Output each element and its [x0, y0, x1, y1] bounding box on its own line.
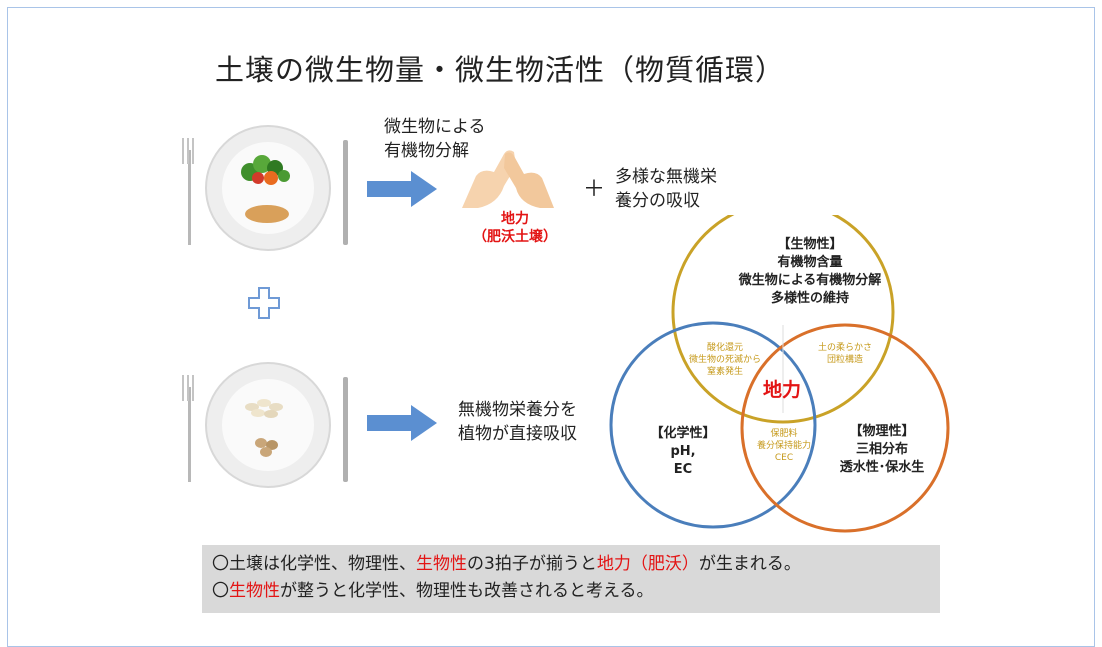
physical-line2: 透水性･保水生	[839, 460, 925, 475]
chemical-line2: EC	[673, 462, 693, 477]
biological-line2: 微生物による有機物分解	[738, 273, 882, 288]
overlap-bio-chem-line2: 微生物の死滅から	[688, 355, 761, 365]
arm-wrestling-icon	[462, 150, 554, 208]
summary-line2-part1: 〇	[212, 581, 229, 601]
overlap-chem-phys-line1: 保肥料	[770, 429, 798, 439]
summary-line1-highlight-biological: 生物性	[416, 554, 467, 574]
physical-line1: 三相分布	[855, 442, 908, 457]
overlap-bio-phys-line2: 団粒構造	[826, 355, 863, 365]
chemical-title: 【化学性】	[650, 426, 716, 441]
overlap-bio-chem-line3: 窒素発生	[706, 367, 743, 377]
venn-circle-physical	[740, 323, 950, 533]
chemical-line1: pH,	[670, 444, 696, 459]
overlap-bio-chem-label: 酸化還元 微生物の死滅から 窒素発生	[680, 342, 770, 378]
summary-line1-part3: の3拍子が揃うと	[467, 554, 597, 574]
direct-absorption-line1: 無機物栄養分を	[458, 400, 577, 420]
venn-center-label: 地力	[762, 379, 801, 401]
biological-line3: 多様性の維持	[770, 291, 849, 306]
overlap-bio-chem-line1: 酸化還元	[706, 343, 743, 353]
summary-line1: 〇土壌は化学性、物理性、生物性の3拍子が揃うと地力（肥沃）が生まれる。	[212, 551, 930, 578]
summary-line1-part1: 〇土壌は化学性、物理性、	[212, 554, 416, 574]
arrow-right-icon	[367, 405, 437, 441]
outlined-plus-icon	[248, 287, 280, 319]
inorganic-absorption-label: 多様な無機栄 養分の吸収	[615, 165, 717, 213]
plus-sign: ＋	[583, 177, 606, 202]
inorganic-label-line2: 養分の吸収	[615, 191, 700, 211]
physical-title: 【物理性】	[849, 424, 915, 439]
venn-circle-chemical	[609, 321, 817, 529]
venn-physical-label: 【物理性】 三相分布 透水性･保水生	[832, 423, 932, 477]
venn-circle-biological	[671, 215, 895, 424]
overlap-chem-phys-line2: 養分保持能力	[756, 441, 811, 451]
venn-biological-label: 【生物性】 有機物含量 微生物による有機物分解 多様性の維持	[720, 236, 900, 308]
summary-box: 〇土壌は化学性、物理性、生物性の3拍子が揃うと地力（肥沃）が生まれる。 〇生物性…	[202, 545, 940, 613]
fertility-label: 地力 （肥沃土壌）	[470, 210, 560, 246]
fork-icon	[182, 138, 194, 245]
overlap-bio-phys-line1: 土の柔らかさ	[817, 343, 872, 353]
microbe-label-line2: 有機物分解	[384, 141, 469, 161]
microbe-decomposition-label: 微生物による 有機物分解	[384, 115, 486, 163]
summary-line2-part3: が整うと化学性、物理性も改善されると考える。	[280, 581, 654, 601]
direct-absorption-label: 無機物栄養分を 植物が直接吸収	[458, 398, 577, 446]
microbe-label-line1: 微生物による	[384, 117, 486, 137]
venn-diagram	[609, 215, 950, 533]
overlap-chem-phys-label: 保肥料 養分保持能力 CEC	[741, 428, 827, 464]
summary-line1-part5: が生まれる。	[698, 554, 801, 574]
summary-line1-highlight-fertility: 地力（肥沃）	[596, 554, 699, 574]
arrow-right-icon	[367, 171, 437, 207]
inorganic-label-line1: 多様な無機栄	[615, 167, 717, 187]
summary-line2-highlight-biological: 生物性	[229, 581, 280, 601]
summary-line2: 〇生物性が整うと化学性、物理性も改善されると考える。	[212, 578, 930, 605]
knife-icon	[343, 140, 348, 245]
fertility-label-line1: 地力	[501, 211, 529, 227]
venn-chemical-label: 【化学性】 pH, EC	[645, 425, 721, 479]
biological-title: 【生物性】	[777, 237, 843, 252]
fertility-label-line2: （肥沃土壌）	[473, 229, 557, 245]
slide-title: 土壌の微生物量・微生物活性（物質循環）	[215, 53, 786, 87]
direct-absorption-line2: 植物が直接吸収	[458, 424, 577, 444]
fork-icon	[182, 375, 194, 482]
biological-line1: 有機物含量	[777, 255, 843, 270]
plate-supplements-image	[182, 362, 348, 488]
plate-vegetables-image	[182, 125, 348, 251]
knife-icon	[343, 377, 348, 482]
overlap-bio-phys-label: 土の柔らかさ 団粒構造	[808, 342, 882, 366]
overlap-chem-phys-line3: CEC	[774, 453, 794, 463]
